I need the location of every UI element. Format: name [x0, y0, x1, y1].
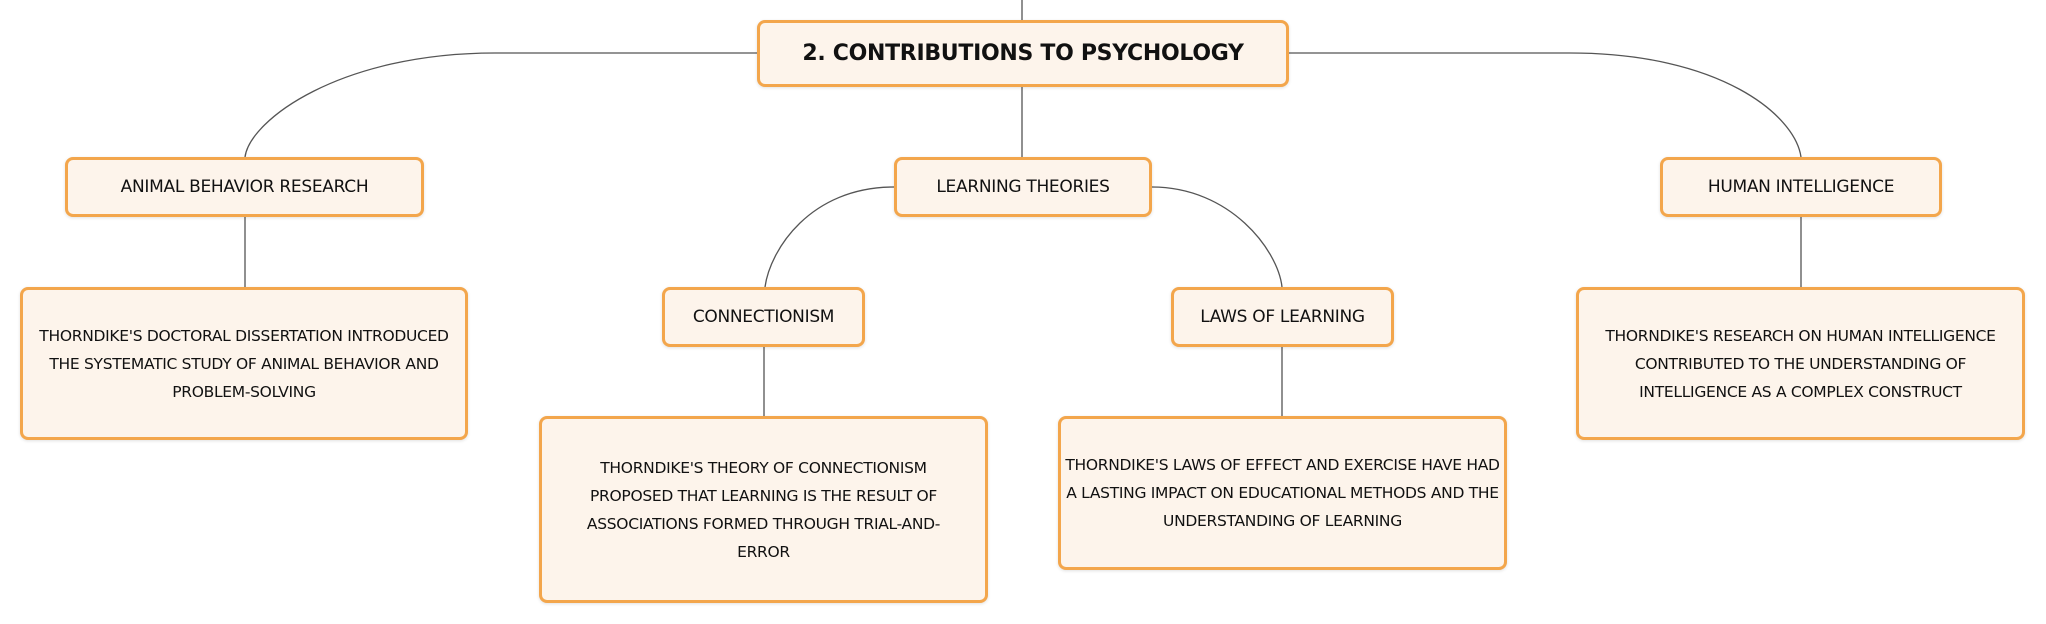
node-animal-behavior-research[interactable]: ANIMAL BEHAVIOR RESEARCH [65, 157, 424, 217]
node-detail-text: THORNDIKE'S DOCTORAL DISSERTATION INTROD… [39, 326, 449, 401]
node-human-intelligence-detail[interactable]: THORNDIKE'S RESEARCH ON HUMAN INTELLIGEN… [1576, 287, 2025, 440]
node-laws-of-learning[interactable]: LAWS OF LEARNING [1171, 287, 1394, 347]
connector-root-animal [244, 52, 757, 158]
connector-learning-connectionism [764, 186, 895, 288]
node-learning-theories[interactable]: LEARNING THEORIES [894, 157, 1152, 217]
connector-root-human [1289, 52, 1802, 158]
node-connectionism-detail[interactable]: THORNDIKE'S THEORY OF CONNECTIONISM PROP… [539, 416, 988, 603]
root-node[interactable]: 2. CONTRIBUTIONS TO PSYCHOLOGY [757, 20, 1289, 87]
node-connectionism[interactable]: CONNECTIONISM [662, 287, 865, 347]
node-label: LEARNING THEORIES [936, 177, 1110, 197]
node-detail-text: THORNDIKE'S RESEARCH ON HUMAN INTELLIGEN… [1605, 326, 1996, 401]
node-label: HUMAN INTELLIGENCE [1707, 177, 1895, 197]
node-detail-text: THORNDIKE'S THEORY OF CONNECTIONISM PROP… [586, 458, 941, 561]
node-laws-of-learning-detail[interactable]: THORNDIKE'S LAWS OF EFFECT AND EXERCISE … [1058, 416, 1507, 570]
node-animal-behavior-detail[interactable]: THORNDIKE'S DOCTORAL DISSERTATION INTROD… [20, 287, 468, 440]
node-human-intelligence[interactable]: HUMAN INTELLIGENCE [1660, 157, 1942, 217]
node-label: CONNECTIONISM [692, 307, 835, 327]
connector-learning-laws [1151, 186, 1283, 288]
root-label: 2. CONTRIBUTIONS TO PSYCHOLOGY [802, 41, 1244, 66]
node-label: LAWS OF LEARNING [1200, 307, 1365, 327]
node-detail-text: THORNDIKE'S LAWS OF EFFECT AND EXERCISE … [1065, 456, 1500, 530]
node-label: ANIMAL BEHAVIOR RESEARCH [120, 177, 369, 197]
